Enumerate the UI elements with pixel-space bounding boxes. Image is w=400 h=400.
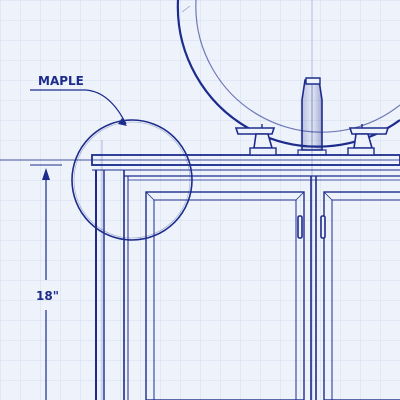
door-pull-left (297, 215, 303, 239)
height-dimension: 18" (30, 164, 62, 400)
material-callout: MAPLE (30, 74, 127, 126)
cabinet-door-right (323, 191, 400, 400)
vanity-cabinet (95, 170, 400, 400)
detail-callout-circle (71, 119, 193, 241)
countertop (91, 154, 400, 171)
cabinet-door-left (145, 191, 305, 400)
faucet-handle-left (234, 124, 277, 156)
faucet (297, 77, 327, 156)
door-pull-right (320, 215, 326, 239)
height-dimension-label: 18" (36, 289, 59, 303)
faucet-handle-right (347, 124, 390, 156)
material-label: MAPLE (38, 74, 84, 88)
